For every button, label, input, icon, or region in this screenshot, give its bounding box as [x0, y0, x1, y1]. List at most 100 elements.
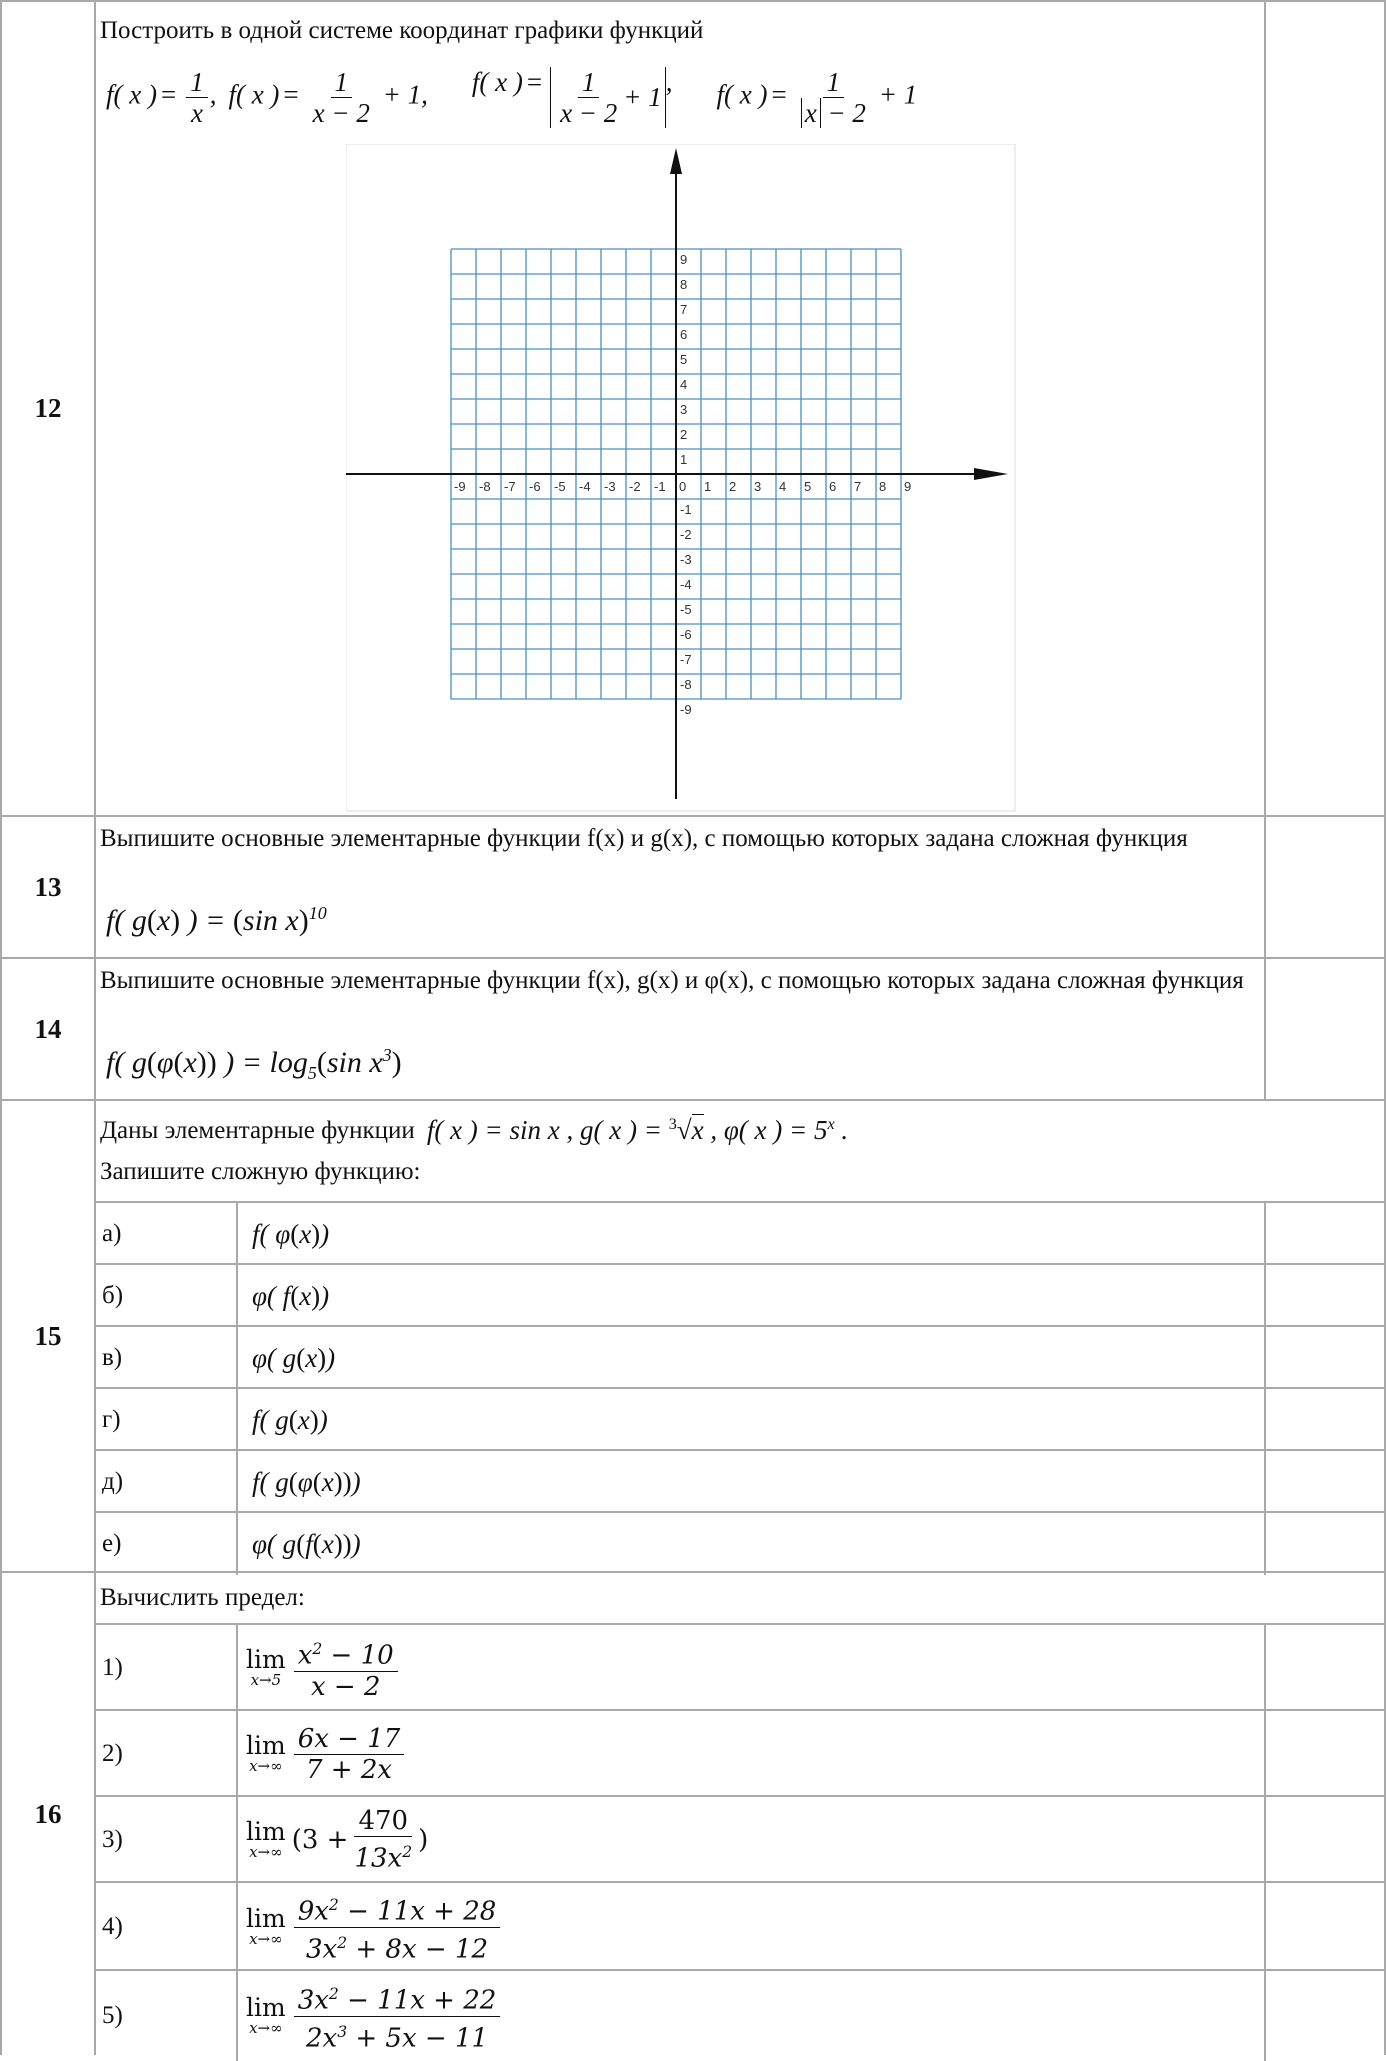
- task-number: 13: [34, 871, 62, 902]
- y-tick-label: -5: [680, 602, 692, 617]
- task-content: Построить в одной системе координат граф…: [96, 2, 1264, 815]
- y-tick-label: -8: [680, 677, 692, 692]
- x-tick-label: 8: [879, 479, 886, 494]
- task-row-12: 12 Построить в одной системе координат г…: [0, 0, 1386, 815]
- task-instruction-2: Запишите сложную функцию:: [100, 1158, 421, 1185]
- score-cell: [1264, 1265, 1384, 1327]
- y-tick-label: 6: [680, 327, 687, 342]
- y-tick-label: 2: [680, 427, 687, 442]
- task-instruction: Выпишите основные элементарные функции f…: [100, 825, 1188, 852]
- y-axis-arrow-icon: [670, 148, 682, 174]
- score-cell: [1264, 1625, 1384, 1711]
- task-instruction: Построить в одной системе координат граф…: [100, 17, 704, 44]
- y-tick-label: 9: [680, 252, 687, 267]
- subtask-row: г) f( g(x) ): [96, 1387, 1384, 1451]
- x-tick-label: -1: [654, 479, 666, 494]
- given-functions-line: Даны элементарные функции f( x ) = sin x…: [100, 1114, 849, 1146]
- given-functions-intro: Даны элементарные функции: [100, 1116, 415, 1144]
- score-cell: [1264, 1451, 1384, 1513]
- task-number: 16: [34, 1798, 62, 1829]
- score-cell: [1264, 1711, 1384, 1797]
- subtask-row: д) f( g(φ(x)) ): [96, 1449, 1384, 1513]
- subtask-label: б): [96, 1265, 238, 1327]
- x-tick-label: 2: [729, 479, 736, 494]
- score-cell: [1264, 1327, 1384, 1389]
- score-cell: [1264, 1883, 1384, 1971]
- composite-function: f( g(x) ) = (sin x)10: [106, 903, 327, 937]
- score-cell: [1264, 2, 1384, 815]
- subtask-expression: φ( f(x) ): [252, 1280, 330, 1311]
- x-tick-label: 9: [904, 479, 911, 494]
- x-tick-label: 5: [804, 479, 811, 494]
- subtask-label: а): [96, 1203, 238, 1265]
- y-tick-label: -1: [680, 502, 692, 517]
- score-cell: [1264, 1389, 1384, 1451]
- score-cell: [1264, 1203, 1384, 1265]
- y-tick-label: -6: [680, 627, 692, 642]
- subtask-label: в): [96, 1327, 238, 1389]
- subtask-row: е) φ( g(f(x)) ): [96, 1511, 1384, 1575]
- subtask-row: в) φ( g(x) ): [96, 1325, 1384, 1389]
- x-tick-label: -7: [504, 479, 516, 494]
- x-axis-arrow-icon: [974, 468, 1008, 480]
- y-tick-label: 1: [680, 452, 687, 467]
- subtasks-table: а) f( φ(x) ) б) φ( f(x) ) в) φ( g(x) ) г…: [96, 1201, 1384, 1575]
- y-tick-label: -4: [680, 577, 692, 592]
- x-tick-label: 1: [704, 479, 711, 494]
- task-number: 14: [34, 1013, 62, 1044]
- x-tick-label: 4: [779, 479, 786, 494]
- y-tick-label: 8: [680, 277, 687, 292]
- subtask-expression: f( g(φ(x)) ): [252, 1466, 361, 1497]
- x-tick-label: 6: [829, 479, 836, 494]
- subtask-label: 5): [96, 1971, 238, 2061]
- task-content: Выпишите основные элементарные функции f…: [96, 959, 1264, 1099]
- task-row-15: 15 Даны элементарные функции f( x ) = si…: [0, 1099, 1386, 1575]
- score-cell: [1264, 817, 1384, 957]
- subtask-label: е): [96, 1513, 238, 1575]
- x-tick-label: -6: [529, 479, 541, 494]
- subtask-label: 4): [96, 1883, 238, 1971]
- score-cell: [1264, 1971, 1384, 2061]
- subtask-label: д): [96, 1451, 238, 1513]
- x-tick-label: -8: [479, 479, 491, 494]
- y-tick-label: 4: [680, 377, 687, 392]
- x-tick-label: -5: [554, 479, 566, 494]
- subtask-label: 3): [96, 1797, 238, 1883]
- task-content: Даны элементарные функции f( x ) = sin x…: [96, 1101, 1384, 1575]
- y-tick-label: -3: [680, 552, 692, 567]
- subtask-expression: φ( g(x) ): [252, 1342, 336, 1373]
- task-number-cell: 15: [2, 1101, 96, 1571]
- score-cell: [1264, 1797, 1384, 1883]
- y-tick-label: 5: [680, 352, 687, 367]
- score-cell: [1264, 959, 1384, 1099]
- x-tick-label: 0: [679, 479, 686, 494]
- subtask-expression: f( φ(x) ): [252, 1218, 330, 1249]
- subtask-expression: φ( g(f(x)) ): [252, 1528, 361, 1559]
- task-number-cell: 12: [2, 2, 96, 815]
- y-tick-label: -7: [680, 652, 692, 667]
- y-tick-label: 7: [680, 302, 687, 317]
- y-tick-label: -2: [680, 527, 692, 542]
- composite-function: f( g(φ(x)) ) = log5(sin x3): [106, 1045, 402, 1083]
- given-functions-formulas: f( x ) = sin x , g( x ) = 3√x , φ( x ) =…: [426, 1114, 849, 1145]
- x-tick-label: -2: [629, 479, 641, 494]
- subtask-expression: f( g(x) ): [252, 1404, 328, 1435]
- task-number-cell: 16: [2, 1573, 96, 2055]
